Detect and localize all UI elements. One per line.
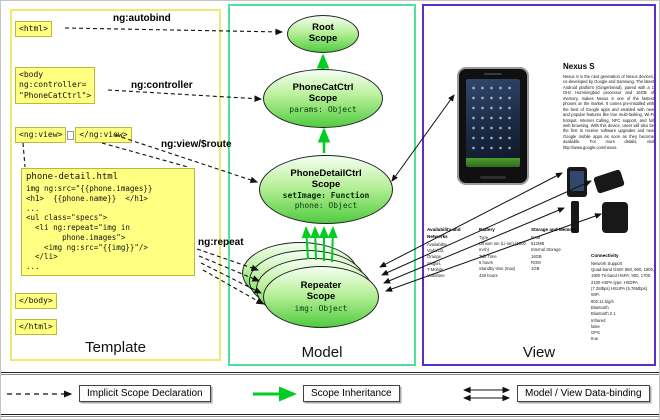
- phonecatctrl-scope-title: PhoneCatCtrl Scope: [292, 81, 354, 104]
- template-panel-label: Template: [85, 339, 146, 356]
- legend-data-binding-label: Model / View Data-binding: [517, 385, 650, 402]
- phonedetailctrl-scope-ellipse: PhoneDetailCtrl Scope setImage: Function…: [259, 155, 393, 224]
- phone-app-grid: [469, 83, 517, 155]
- code-lines: img ng:src="{{phone.images}} <h1> {{phon…: [26, 184, 153, 271]
- phone-speaker: [484, 73, 502, 75]
- legend-implicit-scope-label: Implicit Scope Declaration: [79, 385, 211, 402]
- spec-column-values: RAM 512MB Internal Storage 16GB ROM 1GB: [531, 234, 561, 272]
- ng-view-close-tag: </ng:view>: [75, 127, 132, 144]
- ng-view-route-label: ng:view/$route: [161, 139, 232, 150]
- phonecatctrl-scope-ellipse: PhoneCatCtrl Scope params: Object: [263, 69, 383, 128]
- phonedetailctrl-scope-setimage: setImage: Function: [282, 191, 370, 201]
- spec-column-title: Storage and Memory: [531, 227, 577, 232]
- html-open-tag: <html>: [15, 21, 52, 38]
- spec-column-values: Type Lithium Ion (Li-Ion) (1500 mAh) Tal…: [479, 234, 526, 278]
- root-scope-ellipse: Root Scope: [287, 15, 359, 53]
- repeater-scope-props: img: Object: [294, 303, 348, 313]
- phone-thumbnail: [567, 167, 587, 197]
- spec-column-values: Network Support Quad-band GSM: 850, 900,…: [591, 260, 655, 342]
- body-open-tag: <body ng:controller= "PhoneCatCtrl">: [15, 67, 96, 105]
- spec-column-values: Availability Voda/O2, Orange, Singtel, T…: [427, 241, 447, 279]
- repeater-scope-ellipse: Repeater Scope img: Object: [263, 266, 379, 328]
- legend-scope-inheritance-label: Scope Inheritance: [303, 385, 400, 402]
- ng-view-tags: <ng:view> </ng:view>: [15, 127, 132, 144]
- view-panel-label: View: [522, 344, 556, 361]
- ng-repeat-label: ng:repeat: [198, 237, 244, 248]
- body-close-tag: </body>: [15, 293, 57, 310]
- ng-view-open-tag: <ng:view>: [15, 127, 67, 144]
- nexus-s-phone-image: [457, 67, 529, 185]
- spec-column-title: Availability and Networks: [427, 227, 461, 239]
- ng-view-slot: [67, 130, 75, 140]
- spec-column-title: Connectivity: [591, 253, 619, 258]
- phonedetailctrl-scope-title: PhoneDetailCtrl Scope: [290, 167, 362, 190]
- phone-screen: [466, 79, 520, 167]
- spec-column-title: Battery: [479, 227, 495, 232]
- spec-column-battery: Battery Type Lithium Ion (Li-Ion) (1500 …: [479, 227, 527, 279]
- ng-autobind-label: ng:autobind: [113, 13, 171, 24]
- html-close-tag: </html>: [15, 319, 57, 336]
- legend-bottom-rule: [1, 414, 659, 417]
- phonecatctrl-scope-props: params: Object: [289, 105, 357, 115]
- phonedetailctrl-scope-props: phone: Object: [294, 201, 358, 211]
- legend-top-rule: [1, 372, 659, 375]
- phone-wallpaper-strip: [466, 158, 520, 167]
- phone-home-button: [480, 176, 506, 179]
- phone-thumbnail: [602, 202, 628, 233]
- spec-column-availability: Availability and Networks Availability V…: [427, 227, 473, 280]
- product-title: Nexus S: [563, 62, 595, 71]
- root-scope-title: Root Scope: [308, 22, 338, 44]
- model-panel-label: Model: [301, 344, 343, 361]
- product-description: Nexus S is the next generation of Nexus …: [563, 74, 654, 150]
- ng-controller-label: ng:controller: [131, 80, 193, 91]
- phone-detail-template-code: phone-detail.html img ng:src="{{phone.im…: [21, 168, 195, 276]
- repeater-scope-title: Repeater Scope: [300, 280, 342, 302]
- spec-column-connectivity: Connectivity Network Support Quad-band G…: [591, 253, 655, 343]
- spec-column-storage: Storage and Memory RAM 512MB Internal St…: [531, 227, 585, 273]
- thumbnail-screen: [570, 171, 584, 191]
- code-title: phone-detail.html: [26, 172, 119, 182]
